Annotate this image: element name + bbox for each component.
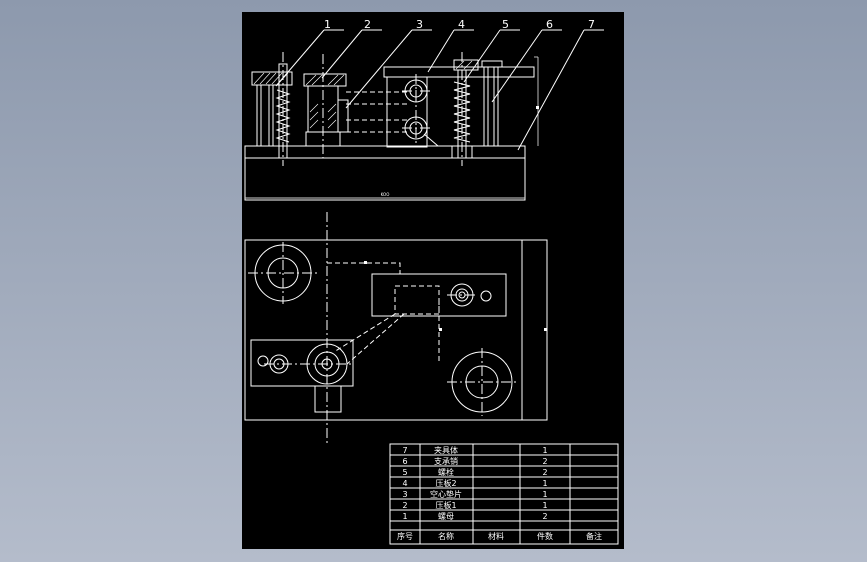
- balloon-7: 7: [588, 18, 595, 31]
- balloon-4: 4: [458, 18, 465, 31]
- leader-lines: [275, 29, 604, 151]
- bom-cell: 压板2: [435, 478, 456, 488]
- pressure-plate-1-top: [250, 339, 354, 387]
- bom-cell: 3: [402, 490, 407, 499]
- bom-cell: 1: [542, 479, 547, 488]
- hollow-washer: [337, 99, 349, 133]
- nut-right: [453, 59, 479, 71]
- bom-cell: 1: [542, 446, 547, 455]
- bom-cell: 支承销: [434, 456, 458, 466]
- bom-cell: 4: [402, 479, 407, 488]
- bom-cell: 1: [402, 512, 407, 521]
- drawing-sheet: KOO: [242, 12, 624, 549]
- bom-cell: 5: [402, 468, 407, 477]
- fixture-body: [244, 145, 526, 201]
- spring-left: [275, 89, 291, 143]
- dimension-text: KOO: [381, 192, 390, 197]
- mechanical-drawing: KOO: [244, 18, 619, 545]
- balloon-5: 5: [502, 18, 509, 31]
- bom-cell: 螺栓: [438, 467, 454, 477]
- bom-cell: 1: [542, 490, 547, 499]
- bom-cell: 压板1: [435, 500, 456, 510]
- fixture-body-top: [244, 239, 548, 421]
- pressure-plate-1: [303, 73, 347, 87]
- bom-header: 件数: [537, 531, 553, 541]
- bom-header: 备注: [586, 531, 602, 541]
- bom-header: 名称: [438, 531, 454, 541]
- balloon-3: 3: [416, 18, 423, 31]
- balloon-1: 1: [324, 18, 331, 31]
- balloon-labels: 1 2 3 4 5 6 7: [324, 18, 595, 31]
- top-view: [244, 212, 548, 446]
- pin-hole-left: [257, 355, 269, 367]
- support-pin-left: [256, 84, 274, 147]
- bom-cell: 2: [542, 512, 547, 521]
- bom-table: 7 夹具体 1 6 支承销 2 5 螺栓 2 4 压板2 1 3 空心垫片 1 …: [389, 443, 619, 545]
- balloon-2: 2: [364, 18, 371, 31]
- support-pin-right: [483, 66, 499, 147]
- pressure-plate-2: [383, 66, 535, 78]
- bom-cell: 空心垫片: [430, 489, 462, 499]
- nut-left: [251, 71, 293, 86]
- bom-cell: 1: [542, 501, 547, 510]
- bom-header: 序号: [397, 531, 413, 541]
- front-view: KOO: [244, 52, 539, 201]
- bom-header: 材料: [488, 531, 504, 541]
- bom-cell: 2: [402, 501, 407, 510]
- bom-cell: 6: [402, 457, 407, 466]
- bom-cell: 2: [542, 457, 547, 466]
- bom-cell: 夹具体: [434, 445, 458, 455]
- bom-cell: 2: [542, 468, 547, 477]
- pin-hole-right: [480, 290, 492, 302]
- balloon-6: 6: [546, 18, 553, 31]
- bom-cell: 7: [402, 446, 407, 455]
- bom-cell: 螺母: [438, 511, 454, 521]
